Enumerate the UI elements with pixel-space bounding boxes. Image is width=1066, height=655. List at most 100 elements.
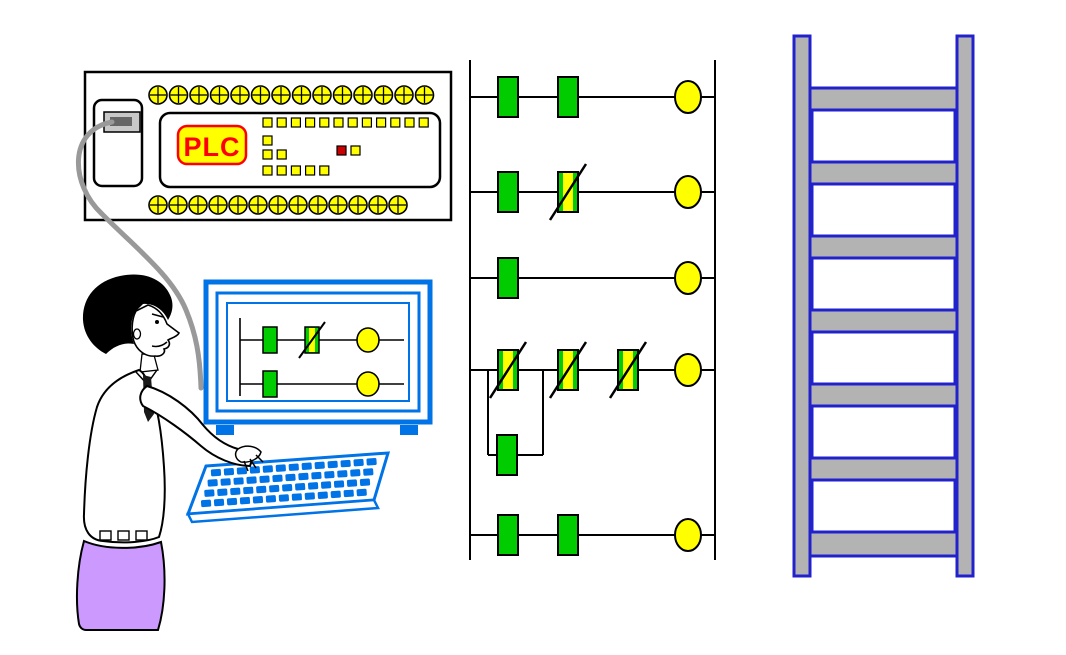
ladder-rung [470,76,715,118]
person-sleeve [139,384,256,468]
screen-no-contact [262,370,278,398]
ladder-logic-diagram [469,60,716,560]
indicator-led-rows [262,117,429,176]
keyboard-key [314,461,325,470]
screw-terminal [148,85,168,105]
output-coil [674,175,702,209]
screw-terminal [332,85,353,105]
indicator-led [333,117,344,128]
indicator-led [305,165,316,176]
keyboard-key [350,469,361,477]
screw-terminal [189,85,209,105]
screen-rung [240,370,404,398]
keyboard-key [207,479,218,487]
indicator-led [418,117,429,128]
keyboard-key [204,489,215,497]
indicator-led [262,117,273,128]
keyboard-key [236,467,248,475]
keyboard-key [353,458,364,467]
screw-terminal [348,195,368,215]
output-coil [674,80,702,114]
keyboard-key [265,495,277,503]
finger [255,454,264,463]
keyboard-key [200,499,212,508]
no-contact [557,514,579,556]
indicator-led [262,135,273,146]
keyboard-key [220,478,231,486]
ladder-rung [470,257,715,299]
person-eye [155,320,159,324]
computer-monitor [203,279,433,435]
indicator-led [319,117,330,128]
keyboard-key [249,466,260,474]
indicator-led [347,117,358,128]
indicator-led [262,149,273,160]
screen-nc-slash [298,321,326,359]
screw-terminal [291,85,312,105]
screw-terminal [368,195,388,215]
screw-terminal [353,85,373,105]
keyboard-key [333,480,345,488]
indicator-led [376,117,387,128]
indicator-led [404,117,415,128]
keyboard-key [337,470,348,478]
keyboard-key [298,472,309,481]
screen-rung [240,321,404,359]
keyboard-key [252,496,264,504]
indicator-led [350,145,361,156]
no-contact [557,76,579,118]
keyboard-key [346,479,358,487]
keyboard-key [288,463,299,471]
indicator-led [361,117,372,128]
ladder-left-rail [792,34,812,578]
ladder-gap [810,330,957,386]
keyboard-key [307,482,319,490]
keyboard-key [259,475,270,484]
ladder-rung [470,341,715,476]
no-contact [497,171,519,213]
person-face [131,304,181,357]
no-contact [497,257,519,299]
keyboard-key [285,473,296,482]
output-coil [674,518,702,552]
ladder-rung [470,163,715,221]
person-arm [139,384,264,472]
keyboard-key [210,468,222,477]
person-smile [151,341,168,348]
keyboard-key [278,494,290,502]
belt-square [99,530,112,541]
keyboard-key [275,464,286,472]
keyboard-key [343,489,354,498]
keyboard-key [363,468,374,476]
indicator-led [336,145,347,156]
indicator-led [305,117,316,128]
keyboard-key [282,483,293,492]
keyboard-key [327,460,338,469]
programmer-person [75,274,181,631]
ladder-gap [810,182,957,238]
keyboard-key [317,491,328,499]
plc-label: PLC [184,132,241,162]
finger [243,460,249,472]
monitor-foot-right [400,425,418,435]
screw-terminal [250,85,271,105]
ladder-gap [810,478,957,534]
screen-coil [356,327,380,353]
screw-terminal [248,195,268,215]
indicator-led [290,117,301,128]
keyboard-key [324,470,335,479]
output-coil [674,261,702,295]
keyboard-key [262,465,273,473]
keyboard-key [246,476,257,484]
finger [249,458,257,469]
screw-terminal [228,195,248,215]
ladder-right-rail [955,34,975,578]
screw-terminal [230,85,250,105]
no-contact [496,434,518,476]
keyboard-key [291,493,302,501]
screw-terminal [188,195,208,215]
keyboard-key [301,462,312,471]
screw-terminal [308,195,328,215]
